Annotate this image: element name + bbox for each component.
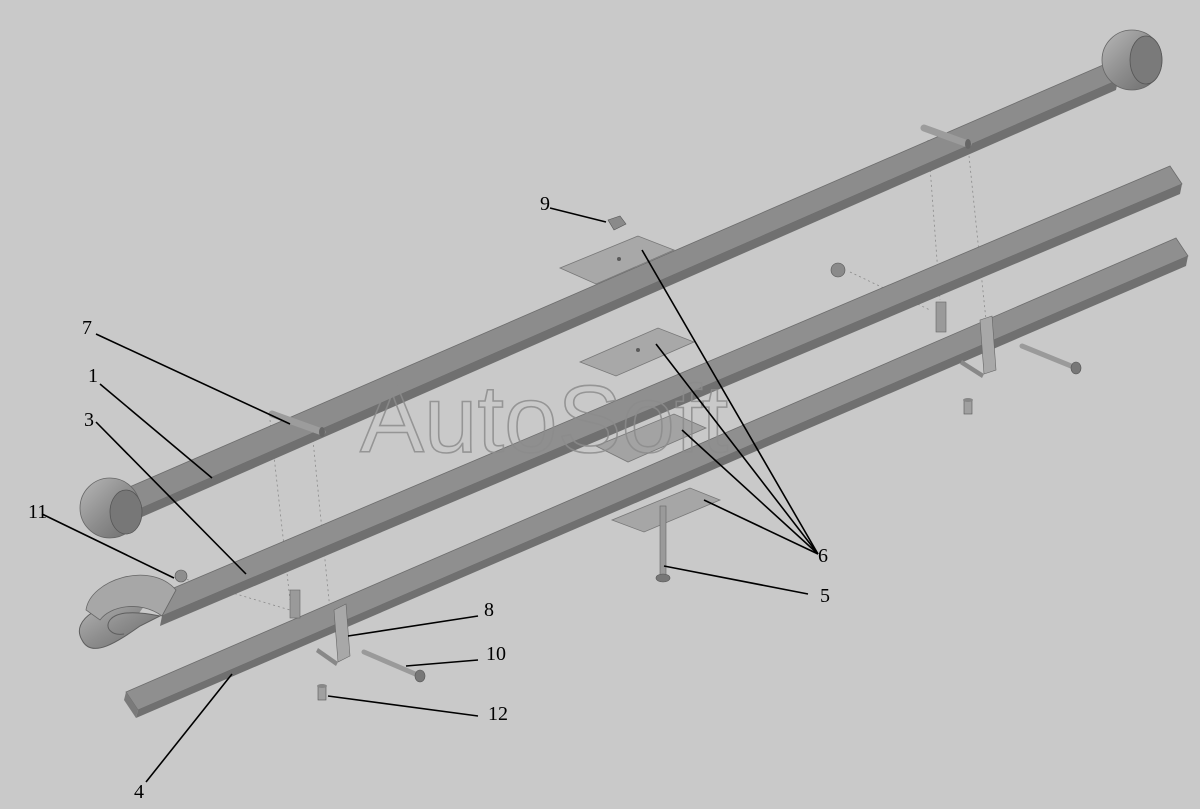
callout-9: 9 bbox=[540, 193, 550, 215]
leaf-1-main bbox=[79, 29, 1163, 539]
spacer-12 bbox=[317, 684, 327, 701]
leaf-3-second bbox=[78, 165, 1183, 649]
clamp-bolt-rear bbox=[1019, 343, 1082, 375]
callout-11: 11 bbox=[28, 501, 47, 523]
callout-1: 1 bbox=[88, 365, 98, 387]
nut-rear bbox=[830, 262, 846, 278]
callout-12: 12 bbox=[488, 703, 508, 725]
callout-3: 3 bbox=[84, 409, 94, 431]
rivet-7-front bbox=[268, 410, 326, 437]
clamp-8-front bbox=[289, 589, 351, 666]
rivet-rear bbox=[920, 124, 972, 149]
nut-9 bbox=[607, 215, 627, 231]
callout-10: 10 bbox=[486, 643, 506, 665]
callout-4: 4 bbox=[134, 781, 144, 803]
callout-labels: 1 3 4 5 6 7 8 9 10 11 12 bbox=[28, 193, 830, 803]
callout-7: 7 bbox=[82, 317, 92, 339]
callout-6: 6 bbox=[818, 545, 828, 567]
watermark: AutoSoft bbox=[360, 366, 728, 473]
center-bolt-5 bbox=[655, 505, 671, 583]
clamp-bolt-10 bbox=[361, 649, 426, 683]
bushing-11 bbox=[174, 569, 188, 583]
callout-5: 5 bbox=[820, 585, 830, 607]
leaf-4-third bbox=[124, 237, 1189, 718]
callout-8: 8 bbox=[484, 599, 494, 621]
spacer-rear bbox=[963, 398, 973, 415]
leader-lines bbox=[41, 207, 819, 783]
clamp-rear bbox=[935, 301, 997, 378]
